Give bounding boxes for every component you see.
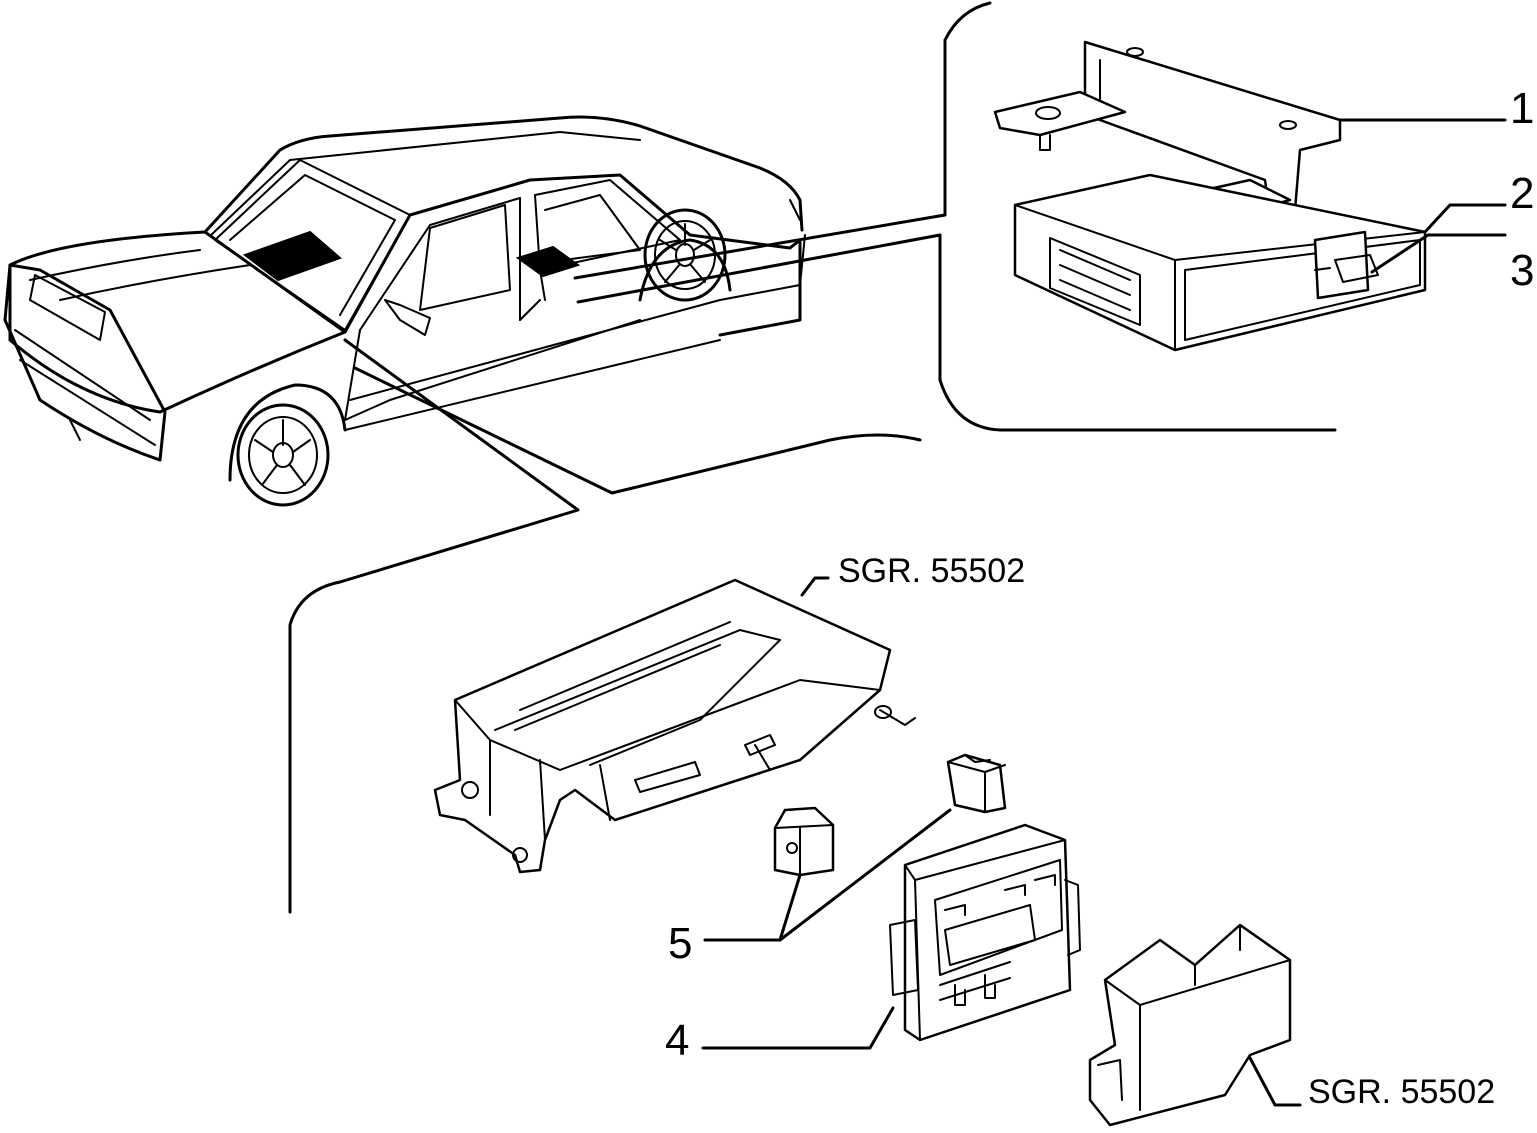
callout-1: 1 [1510,84,1534,133]
ref-line-lower [1248,1056,1302,1107]
lower-detail-frame [288,338,922,914]
clip-part-3 [1313,230,1379,300]
callout-line-5b [778,808,952,942]
callout-4: 4 [665,1016,689,1065]
callout-5: 5 [668,919,692,968]
clip-part-5a [773,806,835,877]
control-unit-part-4 [889,823,1081,1042]
callout-line-4 [701,1006,895,1050]
callout-line-5a [703,873,802,942]
car-illustration [3,115,806,507]
clip-part-5b [946,753,1007,814]
callout-line-2 [1423,203,1507,234]
reference-label-lower: SGR. 55502 [1308,1073,1495,1111]
front-wheel [228,383,347,507]
callout-3: 3 [1510,246,1534,295]
mounting-tray [433,578,916,874]
location-marker-front [242,230,342,282]
reference-label-upper: SGR. 55502 [838,552,1025,590]
location-marker-rear [515,245,581,278]
cover-part [1088,923,1292,1127]
callout-2: 2 [1510,169,1534,218]
upper-detail-frame [573,1,1337,432]
callout-line-3 [1370,233,1507,274]
ref-line-upper [800,576,830,597]
